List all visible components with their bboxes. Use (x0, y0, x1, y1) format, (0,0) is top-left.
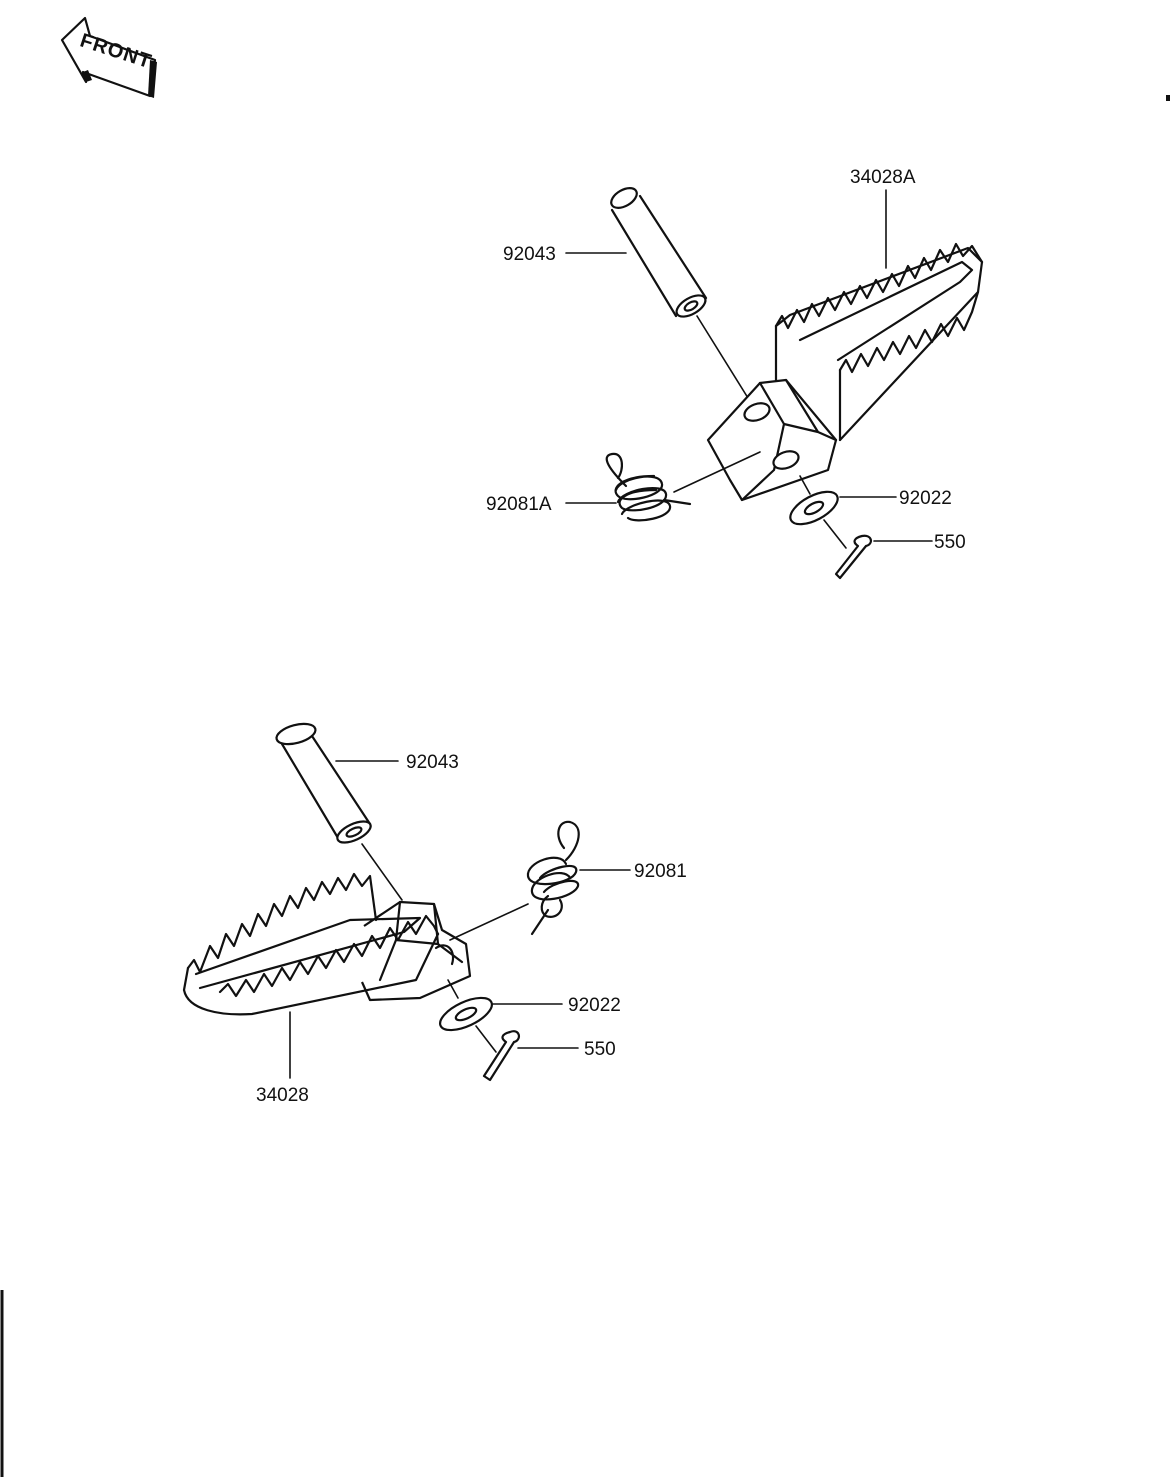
lower-assembly: 92043 92081 92022 550 34028 (182, 722, 687, 1106)
label-lower-92081: 92081 (634, 861, 687, 882)
upper-pin-axis (696, 315, 749, 399)
label-lower-34028: 34028 (256, 1085, 309, 1106)
label-upper-34028A: 34028A (850, 167, 916, 188)
label-lower-92022: 92022 (568, 995, 621, 1016)
lower-washer-92022 (439, 996, 493, 1032)
scan-mark (1166, 95, 1170, 101)
lower-spring-leader (449, 903, 529, 941)
upper-pin-92043 (610, 187, 708, 318)
lower-pin-axis (361, 843, 403, 901)
lower-cotter-pin-550 (475, 1025, 520, 1082)
label-lower-550: 550 (584, 1039, 616, 1060)
front-arrow-icon (60, 16, 157, 98)
label-lower-92043: 92043 (406, 752, 459, 773)
upper-spring-92081A (605, 452, 692, 522)
label-upper-92022: 92022 (899, 488, 952, 509)
lower-footpeg-34028 (182, 872, 472, 1016)
label-upper-92043: 92043 (503, 244, 556, 265)
lower-pin-92043 (275, 722, 372, 844)
lower-spring-92081 (526, 820, 580, 936)
front-badge: FRONT (60, 16, 157, 98)
lower-washer-axis (447, 979, 459, 999)
upper-spring-leader (673, 451, 761, 493)
upper-washer-92022 (789, 490, 839, 526)
upper-footpeg-34028A (706, 242, 984, 502)
upper-cotter-pin-550 (823, 519, 872, 580)
upper-washer-axis (799, 475, 811, 495)
label-upper-550: 550 (934, 532, 966, 553)
upper-assembly: 92043 34028A 92081A 92022 550 (486, 167, 984, 580)
label-upper-92081A: 92081A (486, 494, 552, 515)
